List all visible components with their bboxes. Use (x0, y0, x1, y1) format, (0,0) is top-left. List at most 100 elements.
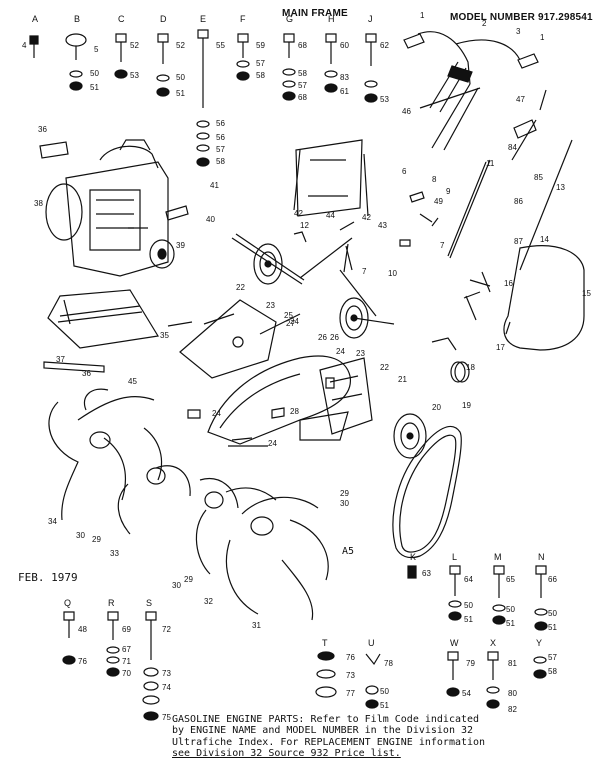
callout-52: 52 (176, 41, 185, 50)
callout-18: 18 (466, 363, 475, 372)
bolt-R-bottom (106, 611, 120, 677)
callout-51: 51 (380, 701, 389, 710)
callout-19: 19 (462, 401, 471, 410)
callout-58: 58 (216, 157, 225, 166)
callout-68: 68 (298, 41, 307, 50)
callout-35: 35 (160, 331, 169, 340)
bolt-F (237, 33, 249, 58)
callout-37: 37 (56, 355, 65, 364)
callout-65: 65 (506, 575, 515, 584)
callout-1: 1 (420, 11, 425, 20)
callout-51: 51 (90, 83, 99, 92)
callout-57: 57 (256, 59, 265, 68)
callout-82: 82 (508, 705, 517, 714)
callout-9: 9 (446, 187, 451, 196)
callout-85: 85 (534, 173, 543, 182)
callout-55: 55 (216, 41, 225, 50)
callout-56: 56 (216, 133, 225, 142)
callout-5: 5 (94, 45, 99, 54)
diagram-title: MAIN FRAME (282, 8, 348, 19)
bolt-E (197, 29, 209, 108)
callout-22: 22 (236, 283, 245, 292)
bolt-N-bottom (534, 565, 548, 631)
revision-date: FEB. 1979 (18, 571, 78, 584)
callout-27: 27 (286, 319, 295, 328)
knob-B (65, 33, 87, 60)
callout-45: 45 (128, 377, 137, 386)
callout-38: 38 (34, 199, 43, 208)
bolt-S-bottom (142, 611, 160, 721)
callout-76: 76 (346, 653, 355, 662)
bolt-D (157, 33, 169, 64)
wheel-lower (339, 297, 369, 339)
tine-right (225, 496, 329, 621)
callout-36: 36 (38, 125, 47, 134)
letter-U: U (368, 638, 375, 648)
callout-24: 24 (212, 409, 221, 418)
callout-68: 68 (298, 93, 307, 102)
callout-79: 79 (466, 659, 475, 668)
drawing-linework (29, 29, 585, 721)
callout-80: 80 (508, 689, 517, 698)
tine-left (48, 388, 155, 521)
callout-30: 30 (76, 531, 85, 540)
callout-72: 72 (162, 625, 171, 634)
bolt-M-bottom (492, 565, 506, 625)
tine-middle-left (117, 427, 191, 535)
callout-51: 51 (548, 623, 557, 632)
callout-57: 57 (548, 653, 557, 662)
frame-bracket-upper (293, 139, 369, 217)
bolt-Q-bottom (62, 611, 76, 665)
callout-83: 83 (340, 73, 349, 82)
callout-1: 1 (540, 33, 545, 42)
callout-73: 73 (162, 669, 171, 678)
callout-17: 17 (496, 343, 505, 352)
callout-51: 51 (464, 615, 473, 624)
callout-32: 32 (204, 597, 213, 606)
callout-12: 12 (300, 221, 309, 230)
callout-62: 62 (380, 41, 389, 50)
callout-31: 31 (252, 621, 261, 630)
letter-B: B (74, 14, 80, 24)
callout-20: 20 (432, 403, 441, 412)
clip-U-bottom (365, 653, 381, 709)
callout-87: 87 (514, 237, 523, 246)
bolt-X-bottom (486, 651, 500, 709)
bolt-J (365, 33, 377, 66)
letter-X: X (490, 638, 496, 648)
letter-J: J (368, 14, 373, 24)
letter-T: T (322, 638, 328, 648)
callout-53: 53 (130, 71, 139, 80)
callout-51: 51 (506, 619, 515, 628)
pulley-large (393, 413, 427, 459)
frame-side-plates (179, 299, 301, 379)
callout-10: 10 (388, 269, 397, 278)
callout-84: 84 (508, 143, 517, 152)
callout-11: 11 (486, 159, 495, 168)
callout-76: 76 (78, 657, 87, 666)
callout-69: 69 (122, 625, 131, 634)
bolt-C (115, 33, 127, 62)
nuts-Y-bottom (533, 656, 547, 679)
callout-36: 36 (82, 369, 91, 378)
callout-28: 28 (290, 407, 299, 416)
callout-7: 7 (362, 267, 367, 276)
callout-50: 50 (548, 609, 557, 618)
callout-86: 86 (514, 197, 523, 206)
callout-50: 50 (464, 601, 473, 610)
callout-50: 50 (380, 687, 389, 696)
callout-51: 51 (176, 89, 185, 98)
callout-29: 29 (340, 489, 349, 498)
callout-8: 8 (432, 175, 437, 184)
bolt-L-bottom (448, 565, 462, 621)
callout-56: 56 (216, 119, 225, 128)
letter-L: L (452, 552, 457, 562)
section-code: A5 (342, 546, 355, 557)
control-rods (447, 89, 573, 271)
callout-30: 30 (172, 581, 181, 590)
letter-D: D (160, 14, 167, 24)
callout-81: 81 (508, 659, 517, 668)
bolt-G (283, 33, 295, 58)
